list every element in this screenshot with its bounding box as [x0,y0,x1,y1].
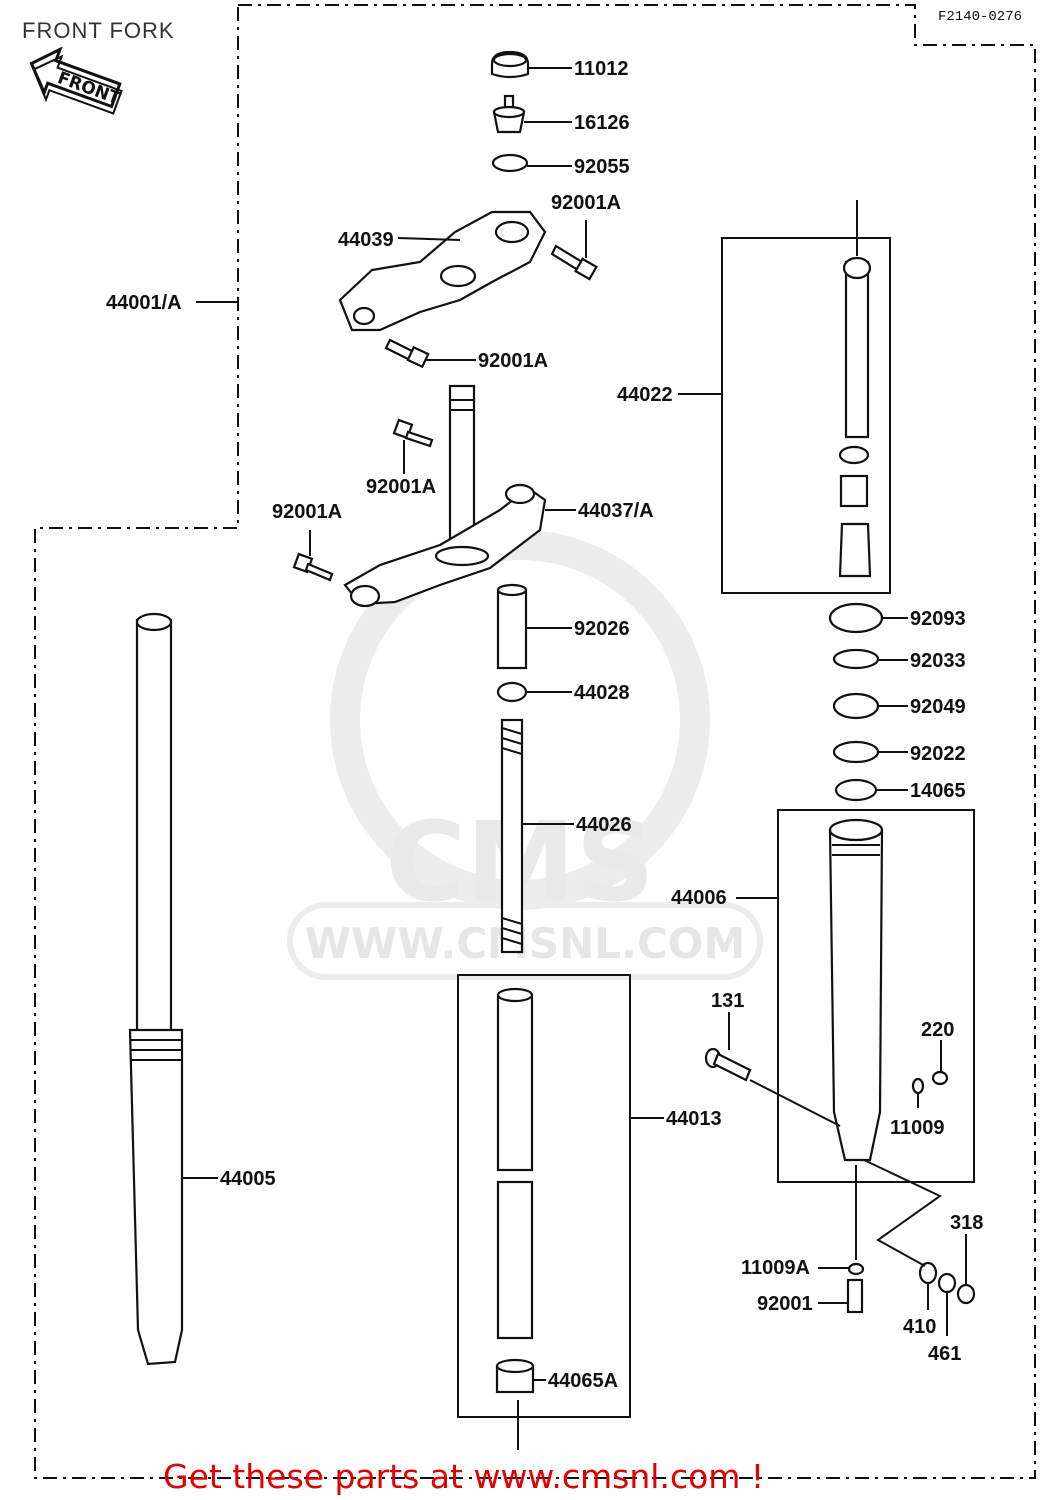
outer-tube-44006 [828,818,884,1162]
nut-318 [956,1283,976,1305]
label-92001a-stem: 92001A [366,476,436,498]
seal-92049 [832,692,880,720]
label-44039: 44039 [338,229,394,251]
bolt-92001a-left [292,552,334,582]
label-318: 318 [950,1212,983,1234]
leader-lines [182,67,967,1450]
watermark-url: WWW.CMSNL.COM [305,919,746,968]
box-44022 [721,237,891,594]
valve-16126 [492,94,526,134]
reference-code: F2140-0276 [938,9,1022,25]
label-461: 461 [928,1343,961,1365]
label-220: 220 [921,1019,954,1041]
bolt-92001 [846,1278,864,1314]
label-11009: 11009 [890,1117,945,1139]
label-92001: 92001 [757,1293,813,1315]
bolt-131 [704,1047,752,1082]
label-44013: 44013 [666,1108,722,1130]
ring-92022 [832,740,880,764]
lower-bracket-44037a [343,384,547,608]
label-44065a: 44065A [548,1370,618,1392]
damper-44022 [838,256,872,578]
label-92033: 92033 [910,650,966,672]
washer-410 [918,1261,938,1285]
label-44022: 44022 [617,384,673,406]
label-44037a: 44037/A [578,500,654,522]
seal-92093 [828,602,884,634]
label-92022: 92022 [910,743,966,765]
box-44006 [777,809,975,1183]
label-92001a-mid: 92001A [478,350,548,372]
cap-11012 [490,50,530,79]
bolt-92001a-stem [392,418,434,448]
bolt-92001a-top [550,244,598,281]
upper-bracket-44039 [338,210,547,332]
label-92001a-left: 92001A [272,501,342,523]
washer-44028 [496,681,528,703]
label-131: 131 [711,990,744,1012]
label-16126: 16126 [574,112,630,134]
box-44013 [457,974,631,1418]
screw-220 [931,1070,949,1086]
label-14065: 14065 [910,780,966,802]
bolt-92001a-mid [384,338,430,369]
spring-44026 [500,718,524,954]
page-title: FRONT FORK [22,18,175,43]
label-11012: 11012 [574,58,629,80]
nut-461 [937,1272,957,1294]
spacer-92026 [496,583,528,670]
promo-link[interactable]: Get these parts at www.cmsnl.com ! [163,1457,764,1496]
oring-92055 [491,153,529,173]
bushing-44065a [495,1358,535,1394]
label-92049: 92049 [910,696,966,718]
label-92093: 92093 [910,608,966,630]
label-44026: 44026 [576,814,632,836]
bushing-14065 [834,778,878,802]
label-92055: 92055 [574,156,630,178]
label-44005: 44005 [220,1168,276,1190]
ring-92033 [832,648,880,670]
front-arrow-icon: FRONT [29,46,123,115]
label-410: 410 [903,1316,936,1338]
label-44006: 44006 [671,887,727,909]
part-labels: 11012 16126 92055 92001A 44039 44001/A 9… [106,58,983,1392]
assembly-boundary [34,4,1036,1479]
label-92001a-top: 92001A [551,192,621,214]
washer-11009a [847,1262,865,1276]
fork-assembly-44005 [128,612,184,1366]
label-44028: 44028 [574,682,630,704]
label-11009a: 11009A [741,1257,810,1279]
label-44001a: 44001/A [106,292,182,314]
washer-11009 [911,1077,925,1095]
label-92026: 92026 [574,618,630,640]
inner-tube-44013 [496,987,534,1340]
